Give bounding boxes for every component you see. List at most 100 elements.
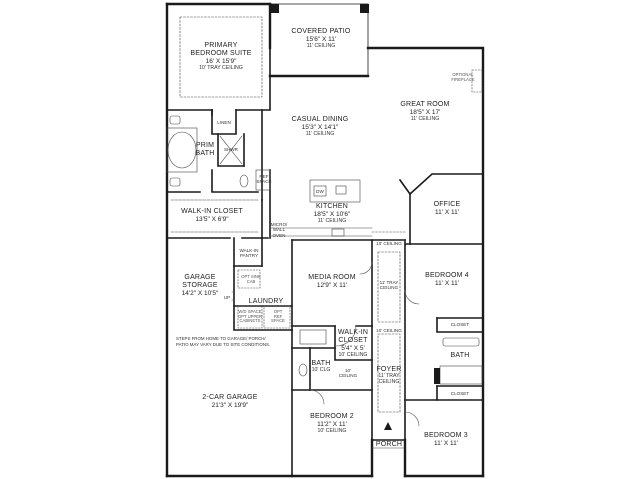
room-casual-dining: CASUAL DINING 15'3" X 14'1" 11' CEILING	[284, 116, 356, 137]
pantry-line: PANTRY	[239, 253, 259, 259]
micro-wall-oven-label: MICRO/ WALL OVEN	[268, 222, 290, 238]
room-walk-in-closet-2: WALK-IN CLOSET 5'4" X 5' 10' CEILING	[334, 329, 372, 359]
dishwasher-label: DW	[316, 189, 324, 194]
shower-icon	[219, 135, 243, 165]
ceiling-line: CEILING	[338, 373, 358, 379]
room-ceiling: CEILING	[378, 379, 400, 386]
patio-post-right	[360, 4, 369, 13]
ref-space-line: REF	[259, 174, 269, 179]
room-dims: 12'9" X 11'	[316, 282, 348, 290]
ref-space-label: REF SPACE	[256, 174, 272, 185]
room-name: KITCHEN	[315, 203, 349, 210]
wd-line: CABINETS	[239, 318, 261, 324]
room-ceiling: 10' CEILING	[317, 427, 347, 434]
room-name: BEDROOM 2	[310, 413, 354, 420]
closet-label-2: CLOSET	[450, 391, 470, 396]
room-bedroom-2: BEDROOM 2 11'2" X 11' 10' CEILING	[302, 413, 362, 434]
entry-arrow-icon	[384, 422, 392, 430]
fireplace-line: OPTIONAL	[452, 72, 474, 77]
room-primary-suite: PRIMARY BEDROOM SUITE 16' X 15'9" 10' TR…	[186, 42, 256, 72]
opt-ref-line: OPT	[273, 309, 283, 314]
room-laundry: LAUNDRY	[244, 298, 288, 306]
room-ceiling: 11' CEILING	[410, 115, 440, 122]
fireplace-line: FIREPLACE	[451, 76, 475, 82]
micro-line: WALL	[272, 227, 286, 233]
room-dims: 11' X 11'	[435, 209, 459, 217]
opt-sink-label: OPT SINK CAB	[240, 274, 262, 284]
room-name: FOYER	[376, 366, 402, 373]
walk-in-pantry-label: WALK-IN PANTRY	[236, 248, 262, 259]
micro-line: OVEN	[272, 232, 286, 238]
room-name: BEDROOM 3	[424, 432, 468, 439]
tray-ceiling-outline	[179, 16, 263, 98]
room-prim-bath: PRIM BATH	[188, 142, 222, 158]
ceiling-label-hall: 10' CEILING	[376, 241, 402, 246]
room-two-car-garage: 2-CAR GARAGE 21'3" X 19'9"	[190, 394, 270, 410]
patio-post-left	[270, 4, 279, 13]
tub-icon	[167, 131, 197, 169]
ceiling-label-bath: 10' CEILING	[334, 368, 362, 379]
wd-space-label: W/D SPACE OPT UPPER CABINETS	[236, 309, 264, 324]
room-dims: 18'5" X 17'	[409, 109, 441, 117]
kitchen-island	[309, 179, 361, 203]
room-dims: 16' X 15'9"	[205, 58, 237, 66]
room-ceiling: 10' CEILING	[338, 351, 368, 358]
room-kitchen: KITCHEN 18'5" X 10'6" 11' CEILING	[300, 203, 364, 224]
steps-note-line: PATIO MAY VARY DUE TO SITE CONDITIONS.	[176, 341, 271, 347]
room-porch: PORCH	[372, 441, 406, 449]
fireplace-outline	[471, 69, 483, 93]
opt-ref-line: SPACE	[271, 318, 285, 324]
room-ceiling: 11' TRAY	[378, 373, 400, 380]
ref-space-line: SPACE	[256, 179, 272, 185]
room-dims: 5'4" X 5'	[341, 345, 365, 353]
steps-note: STEPS FROM HOME TO GARAGE/ PORCH/ PATIO …	[176, 336, 270, 348]
toilet-icon	[239, 174, 249, 188]
opt-ref-space-label: OPT REF SPACE	[268, 309, 288, 324]
opt-ref-line: REF	[273, 313, 283, 319]
room-name: PRIM	[195, 142, 215, 149]
room-name: BATH	[311, 360, 331, 367]
room-bath: BATH 10' CLG	[304, 360, 338, 374]
room-name: GARAGE	[184, 274, 216, 281]
room-name: BATH	[450, 352, 470, 359]
sink-line: CAB	[246, 278, 256, 284]
room-ceiling: 10' TRAY CEILING	[199, 64, 243, 71]
room-name: WALK-IN CLOSET	[181, 208, 243, 215]
wd-line: OPT UPPER	[237, 313, 263, 319]
room-dims: 15'3" X 14'1"	[301, 124, 339, 132]
room-great-room: GREAT ROOM 18'5" X 17' 11' CEILING	[390, 101, 460, 122]
room-media-room: MEDIA ROOM 12'9" X 11'	[302, 274, 362, 290]
room-name: WALK-IN	[337, 329, 369, 336]
foyer-tray-outline	[377, 251, 401, 323]
wd-line: W/D SPACE	[238, 309, 262, 314]
room-dims: 14'2" X 10'5"	[181, 290, 219, 298]
optional-fireplace-label: OPTIONAL FIREPLACE	[446, 72, 480, 82]
room-ceiling: 10' CLG	[311, 367, 331, 374]
room-name: 2-CAR GARAGE	[202, 394, 258, 401]
room-name: STORAGE	[182, 282, 218, 290]
room-dims: 13'5" X 6'9"	[195, 216, 229, 224]
room-name: OFFICE	[433, 201, 461, 208]
room-ceiling: 11' CEILING	[317, 217, 347, 224]
room-dims: 11' X 11'	[435, 280, 459, 288]
room-bath-2: BATH	[444, 352, 476, 360]
steps-note-line: STEPS FROM HOME TO GARAGE/ PORCH/	[176, 336, 266, 341]
closet-label-1: CLOSET	[450, 322, 470, 327]
room-garage-storage: GARAGE STORAGE 14'2" X 10'5"	[172, 274, 228, 298]
room-dims: 15'6" X 11'	[305, 36, 337, 44]
tray-line: 11' TRAY	[379, 280, 399, 285]
room-bedroom-4: BEDROOM 4 11' X 11'	[420, 272, 474, 288]
room-name: BEDROOM SUITE	[190, 50, 252, 58]
water-heater	[434, 368, 440, 384]
ceiling-line: 10'	[345, 368, 351, 373]
interior-walls	[166, 47, 484, 477]
room-name: PORCH	[375, 441, 403, 448]
tray-line: CEILING	[379, 285, 399, 291]
room-office: OFFICE 11' X 11'	[424, 201, 470, 217]
room-name: LAUNDRY	[248, 298, 284, 305]
room-foyer: FOYER 11' TRAY CEILING	[373, 366, 405, 386]
linen-label: LINEN	[217, 120, 231, 125]
up-label: UP	[223, 295, 231, 300]
room-covered-patio: COVERED PATIO 15'6" X 11' 11' CEILING	[283, 28, 359, 49]
